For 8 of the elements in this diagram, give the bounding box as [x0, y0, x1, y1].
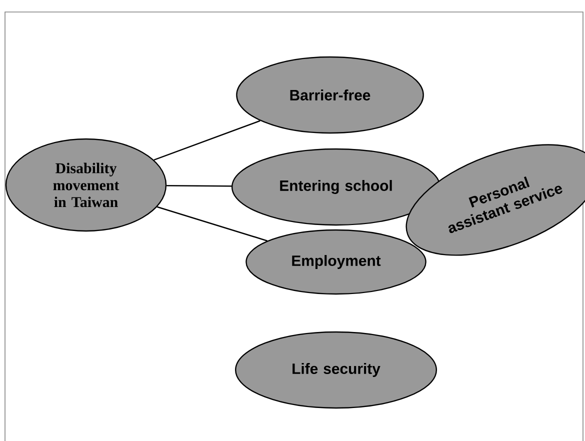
ellipse-node: Employment: [246, 229, 426, 295]
ellipse-node: Life security: [235, 331, 438, 409]
ellipse-node: Entering school: [231, 148, 441, 226]
connector-line: [166, 184, 232, 187]
ellipse-node: Disability movement in Taiwan: [5, 138, 167, 232]
ellipse-node: Barrier-free: [236, 56, 424, 134]
connector-line: [154, 120, 260, 161]
connector-line: [156, 206, 268, 242]
